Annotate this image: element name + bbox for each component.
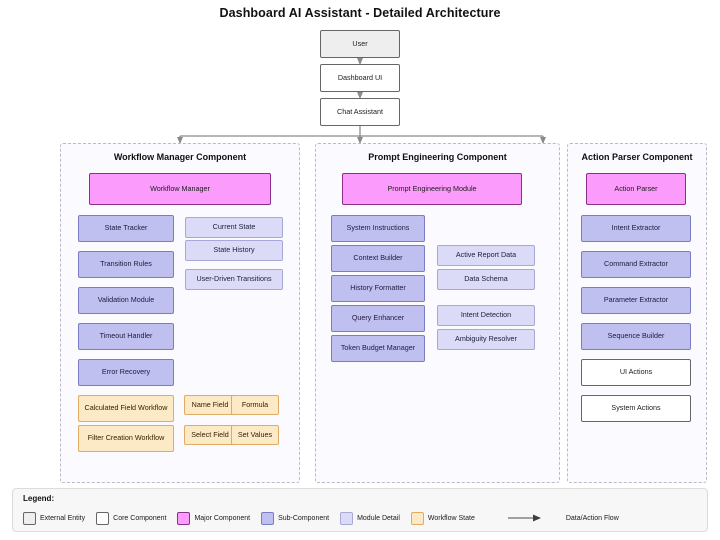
node-calculated-field-workflow-label: Calculated Field Workflow [84,403,168,413]
node-user-driven-transitions[interactable]: User-Driven Transitions [185,269,283,290]
flow-arrow-icon [507,514,541,522]
node-state-tracker[interactable]: State Tracker [78,215,174,242]
node-user-driven-transitions-label: User-Driven Transitions [196,274,272,284]
node-command-extractor-label: Command Extractor [604,259,668,269]
legend-item-module-detail: Module Detail [340,511,400,525]
node-data-schema-label: Data Schema [464,274,508,284]
node-workflow-manager-label: Workflow Manager [150,183,210,193]
node-dashboard-ui-label: Dashboard UI [337,72,383,82]
node-filter-creation-workflow-label: Filter Creation Workflow [87,433,165,443]
node-ambiguity-resolver-label: Ambiguity Resolver [455,334,517,344]
node-query-enhancer-label: Query Enhancer [351,313,405,323]
node-error-recovery-label: Error Recovery [101,367,151,377]
node-ambiguity-resolver[interactable]: Ambiguity Resolver [437,329,535,350]
legend-item-major-component: Major Component [177,511,251,525]
node-workflow-manager[interactable]: Workflow Manager [89,173,271,205]
node-formula[interactable]: Formula [231,395,279,415]
legend-item-core-component: Core Component [96,511,167,525]
node-state-history[interactable]: State History [185,240,283,261]
node-filter-creation-workflow[interactable]: Filter Creation Workflow [78,425,174,452]
node-ui-actions-label: UI Actions [619,367,653,377]
legend-label-major-component: Major Component [194,514,251,522]
node-intent-extractor[interactable]: Intent Extractor [581,215,691,242]
node-system-actions-label: System Actions [611,403,661,413]
node-system-instructions-label: System Instructions [346,223,410,233]
node-name-field[interactable]: Name Field [184,395,236,415]
group-prompt-engineering-title: Prompt Engineering Component [368,152,507,162]
legend-label-data-action-flow: Data/Action Flow [565,514,619,522]
node-current-state[interactable]: Current State [185,217,283,238]
node-intent-detection-label: Intent Detection [460,310,512,320]
legend-items: External Entity Core Component Major Com… [23,509,630,527]
node-chat-assistant-label: Chat Assistant [337,106,383,116]
node-validation-module-label: Validation Module [97,295,155,305]
node-set-values-label: Set Values [237,429,273,439]
node-current-state-label: Current State [212,222,256,232]
legend-label-module-detail: Module Detail [357,514,400,522]
node-select-field[interactable]: Select Field [184,425,236,445]
node-intent-extractor-label: Intent Extractor [611,223,661,233]
legend-swatch-module-detail [340,511,354,525]
legend-item-workflow-state: Workflow State [410,511,475,525]
node-transition-rules-label: Transition Rules [100,259,152,269]
node-command-extractor[interactable]: Command Extractor [581,251,691,278]
node-validation-module[interactable]: Validation Module [78,287,174,314]
node-system-instructions[interactable]: System Instructions [331,215,425,242]
node-prompt-engineering-module-label: Prompt Engineering Module [387,183,477,193]
legend-item-data-action-flow: Data/Action Flow [507,513,619,523]
node-history-formatter[interactable]: History Formatter [331,275,425,302]
legend-item-sub-component: Sub-Component [261,511,330,525]
node-history-formatter-label: History Formatter [350,283,406,293]
legend-swatch-external-entity [23,511,36,525]
node-ui-actions[interactable]: UI Actions [581,359,691,386]
legend-swatch-core-component [96,511,110,525]
node-context-builder-label: Context Builder [353,253,403,263]
node-dashboard-ui[interactable]: Dashboard UI [320,64,400,92]
page-title: Dashboard AI Assistant - Detailed Archit… [219,6,501,20]
node-timeout-handler-label: Timeout Handler [99,331,153,341]
legend-label-core-component: Core Component [113,514,167,522]
legend-swatch-workflow-state [410,511,424,525]
node-chat-assistant[interactable]: Chat Assistant [320,98,400,126]
node-timeout-handler[interactable]: Timeout Handler [78,323,174,350]
node-parameter-extractor-label: Parameter Extractor [603,295,669,305]
node-prompt-engineering-module[interactable]: Prompt Engineering Module [342,173,522,205]
node-parameter-extractor[interactable]: Parameter Extractor [581,287,691,314]
node-state-history-label: State History [213,245,255,255]
node-intent-detection[interactable]: Intent Detection [437,305,535,326]
node-context-builder[interactable]: Context Builder [331,245,425,272]
node-state-tracker-label: State Tracker [104,223,148,233]
node-action-parser[interactable]: Action Parser [586,173,686,205]
node-action-parser-label: Action Parser [614,183,658,193]
node-set-values[interactable]: Set Values [231,425,279,445]
node-formula-label: Formula [241,399,269,409]
legend-label-external-entity: External Entity [40,514,86,522]
legend-heading: Legend: [23,494,55,503]
node-token-budget-manager[interactable]: Token Budget Manager [331,335,425,362]
node-token-budget-manager-label: Token Budget Manager [340,343,416,353]
node-error-recovery[interactable]: Error Recovery [78,359,174,386]
node-sequence-builder-label: Sequence Builder [607,331,665,341]
node-active-report-data-label: Active Report Data [455,250,517,260]
node-active-report-data[interactable]: Active Report Data [437,245,535,266]
group-action-parser-title: Action Parser Component [581,152,693,162]
node-query-enhancer[interactable]: Query Enhancer [331,305,425,332]
legend: Legend: External Entity Core Component M… [12,488,708,532]
legend-swatch-major-component [177,511,191,525]
legend-swatch-sub-component [261,511,275,525]
node-user-label: User [352,38,368,48]
legend-label-sub-component: Sub-Component [278,514,330,522]
node-system-actions[interactable]: System Actions [581,395,691,422]
node-calculated-field-workflow[interactable]: Calculated Field Workflow [78,395,174,422]
legend-label-workflow-state: Workflow State [427,514,475,522]
node-transition-rules[interactable]: Transition Rules [78,251,174,278]
group-workflow-manager-title: Workflow Manager Component [113,152,247,162]
node-name-field-label: Name Field [191,399,229,409]
node-data-schema[interactable]: Data Schema [437,269,535,290]
node-select-field-label: Select Field [191,429,229,439]
node-sequence-builder[interactable]: Sequence Builder [581,323,691,350]
node-user[interactable]: User [320,30,400,58]
legend-item-external-entity: External Entity [23,511,86,525]
